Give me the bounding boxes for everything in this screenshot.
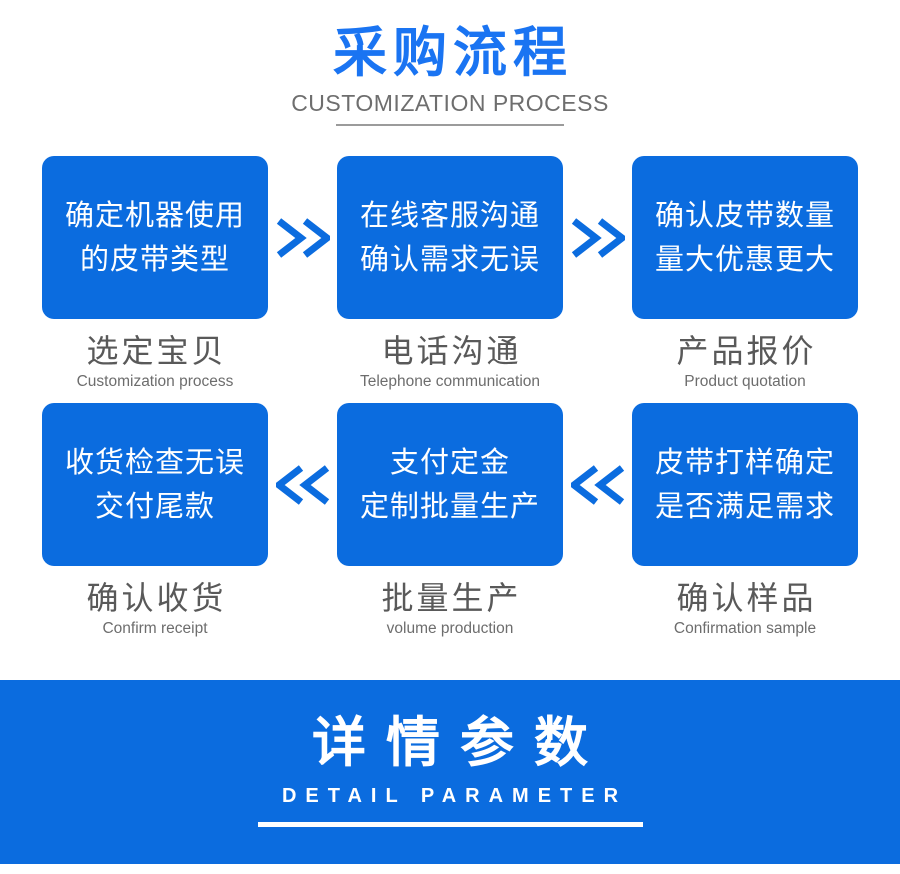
step-box-line2: 的皮带类型 — [79, 243, 230, 276]
detail-parameter-banner: 详情参数 DETAIL PARAMETER — [0, 680, 900, 864]
step-box-line2: 是否满足需求 — [654, 490, 835, 523]
arrow-cell — [563, 156, 632, 319]
arrow-cell — [268, 156, 337, 319]
step-box-line2: 量大优惠更大 — [654, 243, 835, 276]
step-label-zh: 电话沟通 — [381, 333, 522, 369]
step-box-line1: 确认皮带数量 — [654, 199, 835, 232]
step-confirm-sample: 皮带打样确定 是否满足需求 确认样品 Confirmation sample — [632, 403, 858, 638]
flow-row-1: 确定机器使用 的皮带类型 选定宝贝 Customization process … — [0, 156, 900, 391]
subtitle-underline — [336, 124, 564, 126]
step-box-line1: 在线客服沟通 — [359, 199, 540, 232]
step-box: 确定机器使用 的皮带类型 — [42, 156, 268, 319]
process-flow: 确定机器使用 的皮带类型 选定宝贝 Customization process … — [0, 156, 900, 638]
section-header: 采购流程 CUSTOMIZATION PROCESS — [0, 0, 900, 126]
double-chevron-right-icon — [276, 217, 330, 258]
step-box-line2: 定制批量生产 — [359, 490, 540, 523]
banner-title: 详情参数 — [312, 713, 608, 773]
step-confirm-receipt: 收货检查无误 交付尾款 确认收货 Confirm receipt — [42, 403, 268, 638]
page-subtitle: CUSTOMIZATION PROCESS — [291, 90, 609, 116]
step-label-en: Confirmation sample — [673, 620, 817, 637]
banner-subtitle: DETAIL PARAMETER — [281, 785, 628, 807]
page-title: 采购流程 — [333, 23, 573, 83]
step-box: 收货检查无误 交付尾款 — [42, 403, 268, 566]
flow-row-2: 收货检查无误 交付尾款 确认收货 Confirm receipt 支付定金 定制… — [0, 403, 900, 638]
step-box-line1: 皮带打样确定 — [654, 446, 835, 479]
step-box-line1: 确定机器使用 — [64, 199, 245, 232]
step-phone-communication: 在线客服沟通 确认需求无误 电话沟通 Telephone communicati… — [337, 156, 563, 391]
step-box: 在线客服沟通 确认需求无误 — [337, 156, 563, 319]
step-box-line1: 收货检查无误 — [64, 446, 245, 479]
step-label-zh: 批量生产 — [381, 580, 522, 616]
arrow-cell — [268, 403, 337, 566]
arrow-cell — [563, 403, 632, 566]
step-label-en: Confirm receipt — [102, 620, 208, 637]
step-label-zh: 产品报价 — [676, 333, 817, 369]
step-label-en: Telephone communication — [359, 373, 541, 390]
step-label-zh: 确认样品 — [676, 580, 817, 616]
banner-underline — [257, 822, 643, 827]
step-label-en: volume production — [386, 620, 514, 637]
double-chevron-left-icon — [275, 464, 329, 505]
step-select-product: 确定机器使用 的皮带类型 选定宝贝 Customization process — [42, 156, 268, 391]
step-label-zh: 确认收货 — [86, 580, 227, 616]
double-chevron-right-icon — [571, 217, 625, 258]
step-box: 确认皮带数量 量大优惠更大 — [632, 156, 858, 319]
step-label-zh: 选定宝贝 — [86, 333, 227, 369]
step-box-line2: 确认需求无误 — [359, 243, 540, 276]
step-product-quotation: 确认皮带数量 量大优惠更大 产品报价 Product quotation — [632, 156, 858, 391]
step-label-en: Product quotation — [684, 373, 806, 390]
step-volume-production: 支付定金 定制批量生产 批量生产 volume production — [337, 403, 563, 638]
step-box: 皮带打样确定 是否满足需求 — [632, 403, 858, 566]
double-chevron-left-icon — [570, 464, 624, 505]
step-box: 支付定金 定制批量生产 — [337, 403, 563, 566]
step-box-line1: 支付定金 — [389, 446, 510, 479]
step-box-line2: 交付尾款 — [94, 490, 215, 523]
step-label-en: Customization process — [76, 373, 234, 390]
